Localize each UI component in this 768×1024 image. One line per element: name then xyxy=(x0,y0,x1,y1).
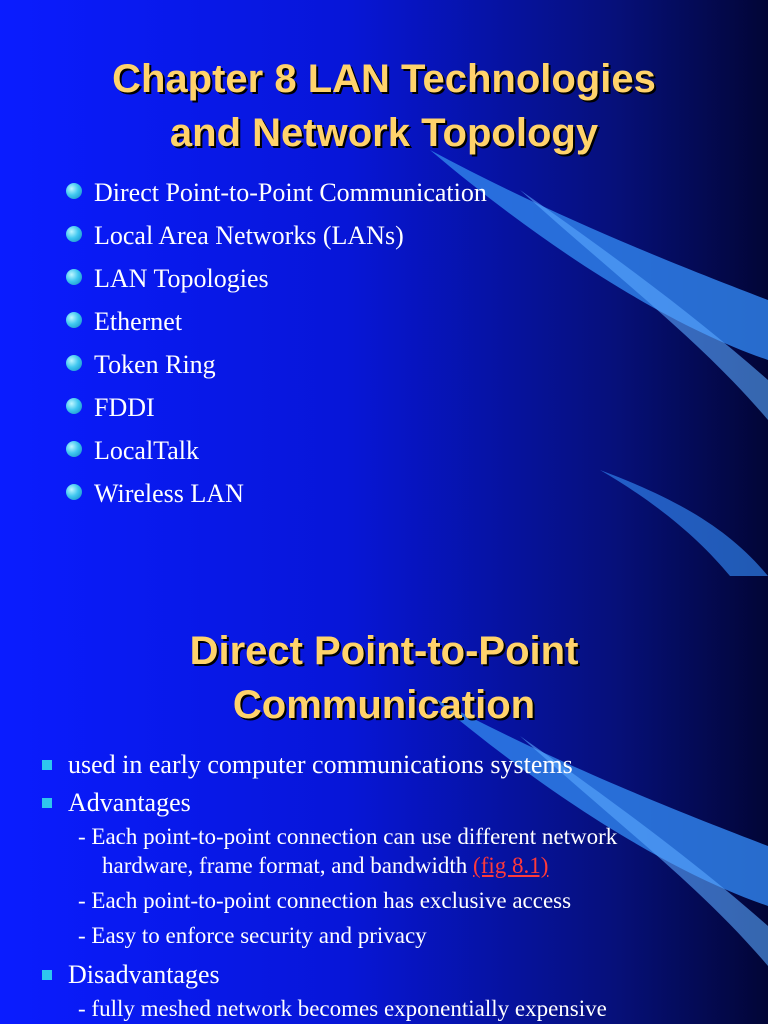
sub-list-item: - fully meshed network becomes exponenti… xyxy=(40,994,760,1023)
list-item: Advantages xyxy=(40,784,760,822)
bullet-dot-icon xyxy=(66,312,82,328)
list-item: FDDI xyxy=(66,386,487,429)
curve-accent-low xyxy=(600,470,768,576)
sub-list-item: - Each point-to-point connection has exc… xyxy=(40,886,760,915)
bullet-square-icon xyxy=(42,760,52,770)
slide-2-title-line-1: Direct Point-to-Point xyxy=(189,629,579,673)
slide-2-title: Direct Point-to-Point Communication xyxy=(0,624,768,732)
list-item: LAN Topologies xyxy=(66,257,487,300)
advantage-2: - Each point-to-point connection has exc… xyxy=(78,888,572,913)
advantage-1-text: hardware, frame format, and bandwidth xyxy=(102,853,474,878)
list-item: Disadvantages xyxy=(40,956,760,994)
bullet-dot-icon xyxy=(66,355,82,371)
topic-list: Direct Point-to-Point Communication Loca… xyxy=(66,171,487,515)
list-item: LocalTalk xyxy=(66,429,487,472)
list-item-label: Ethernet xyxy=(94,307,183,336)
list-item-label: Advantages xyxy=(68,788,191,817)
bullet-square-icon xyxy=(42,798,52,808)
slide-1-title: Chapter 8 LAN Technologies and Network T… xyxy=(0,52,768,160)
slide-1: Chapter 8 LAN Technologies and Network T… xyxy=(0,0,768,576)
curve-accent-light xyxy=(520,190,768,420)
list-item-label: Token Ring xyxy=(94,350,216,379)
bullet-dot-icon xyxy=(66,398,82,414)
content-list: used in early computer communications sy… xyxy=(40,746,760,1023)
list-item: Direct Point-to-Point Communication xyxy=(66,171,487,214)
list-item-label: Wireless LAN xyxy=(94,479,244,508)
slide-1-title-line-1: Chapter 8 LAN Technologies xyxy=(112,57,656,101)
advantage-1-line-2: hardware, frame format, and bandwidth (f… xyxy=(78,851,760,880)
sub-list-item: - Each point-to-point connection can use… xyxy=(40,822,760,880)
disadvantage-1: - fully meshed network becomes exponenti… xyxy=(78,996,607,1021)
list-item: used in early computer communications sy… xyxy=(40,746,760,784)
list-item: Ethernet xyxy=(66,300,487,343)
slide-2: Direct Point-to-Point Communication used… xyxy=(0,576,768,1024)
list-item-label: Local Area Networks (LANs) xyxy=(94,221,404,250)
bullet-dot-icon xyxy=(66,441,82,457)
list-item: Wireless LAN xyxy=(66,472,487,515)
list-item: Local Area Networks (LANs) xyxy=(66,214,487,257)
list-item-label: LocalTalk xyxy=(94,436,200,465)
bullet-dot-icon xyxy=(66,183,82,199)
list-item-label: Disadvantages xyxy=(68,960,220,989)
bullet-dot-icon xyxy=(66,484,82,500)
slide-2-title-line-2: Communication xyxy=(232,683,536,727)
list-item-label: used in early computer communications sy… xyxy=(68,750,573,779)
advantage-3: - Easy to enforce security and privacy xyxy=(78,923,427,948)
bullet-square-icon xyxy=(42,970,52,980)
fig-8-1-link[interactable]: (fig 8.1) xyxy=(473,853,549,878)
slide-1-title-line-2: and Network Topology xyxy=(169,111,599,155)
bullet-dot-icon xyxy=(66,226,82,242)
list-item: Token Ring xyxy=(66,343,487,386)
sub-list-item: - Easy to enforce security and privacy xyxy=(40,921,760,950)
bullet-dot-icon xyxy=(66,269,82,285)
list-item-label: LAN Topologies xyxy=(94,264,269,293)
list-item-label: FDDI xyxy=(94,393,155,422)
advantage-1-line-1: - Each point-to-point connection can use… xyxy=(78,824,618,849)
list-item-label: Direct Point-to-Point Communication xyxy=(94,178,487,207)
